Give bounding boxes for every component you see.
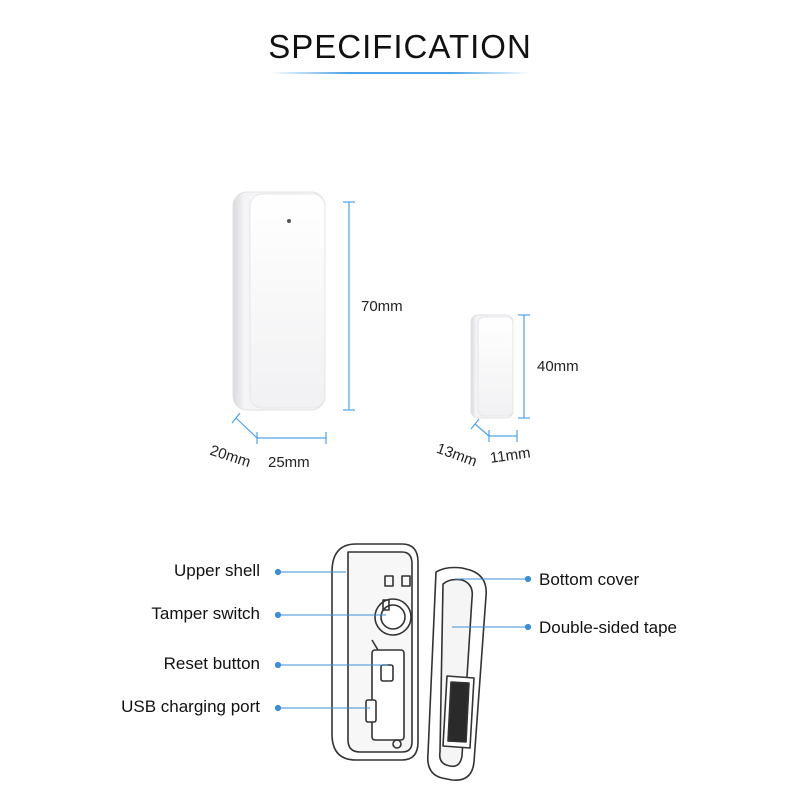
page-title: SPECIFICATION — [268, 28, 532, 65]
sensor-width-label: 25mm — [268, 454, 310, 471]
magnet-height-dimension — [518, 314, 530, 419]
sensor-height-label: 70mm — [361, 298, 403, 315]
callout-reset-button: Reset button — [163, 654, 260, 673]
housing-drawing — [331, 543, 419, 761]
magnet-height-label: 40mm — [537, 358, 579, 375]
magnet-device — [470, 314, 514, 419]
callout-usb-charging-port: USB charging port — [121, 697, 260, 716]
bottom-cover-drawing — [426, 566, 487, 781]
callout-tamper-switch: Tamper switch — [151, 604, 260, 623]
magnet-depth-dimension — [470, 418, 490, 437]
magnet-width-dimension — [488, 430, 518, 442]
callout-upper-shell: Upper shell — [174, 561, 260, 580]
callout-bottom-cover: Bottom cover — [539, 570, 640, 589]
title-underline — [270, 72, 530, 74]
callout-double-sided-tape: Double-sided tape — [539, 618, 677, 637]
sensor-device — [232, 191, 326, 411]
sensor-width-dimension — [256, 432, 327, 444]
sensor-depth-dimension — [231, 412, 258, 439]
callout-lines — [274, 568, 532, 712]
sensor-height-dimension — [343, 201, 355, 411]
